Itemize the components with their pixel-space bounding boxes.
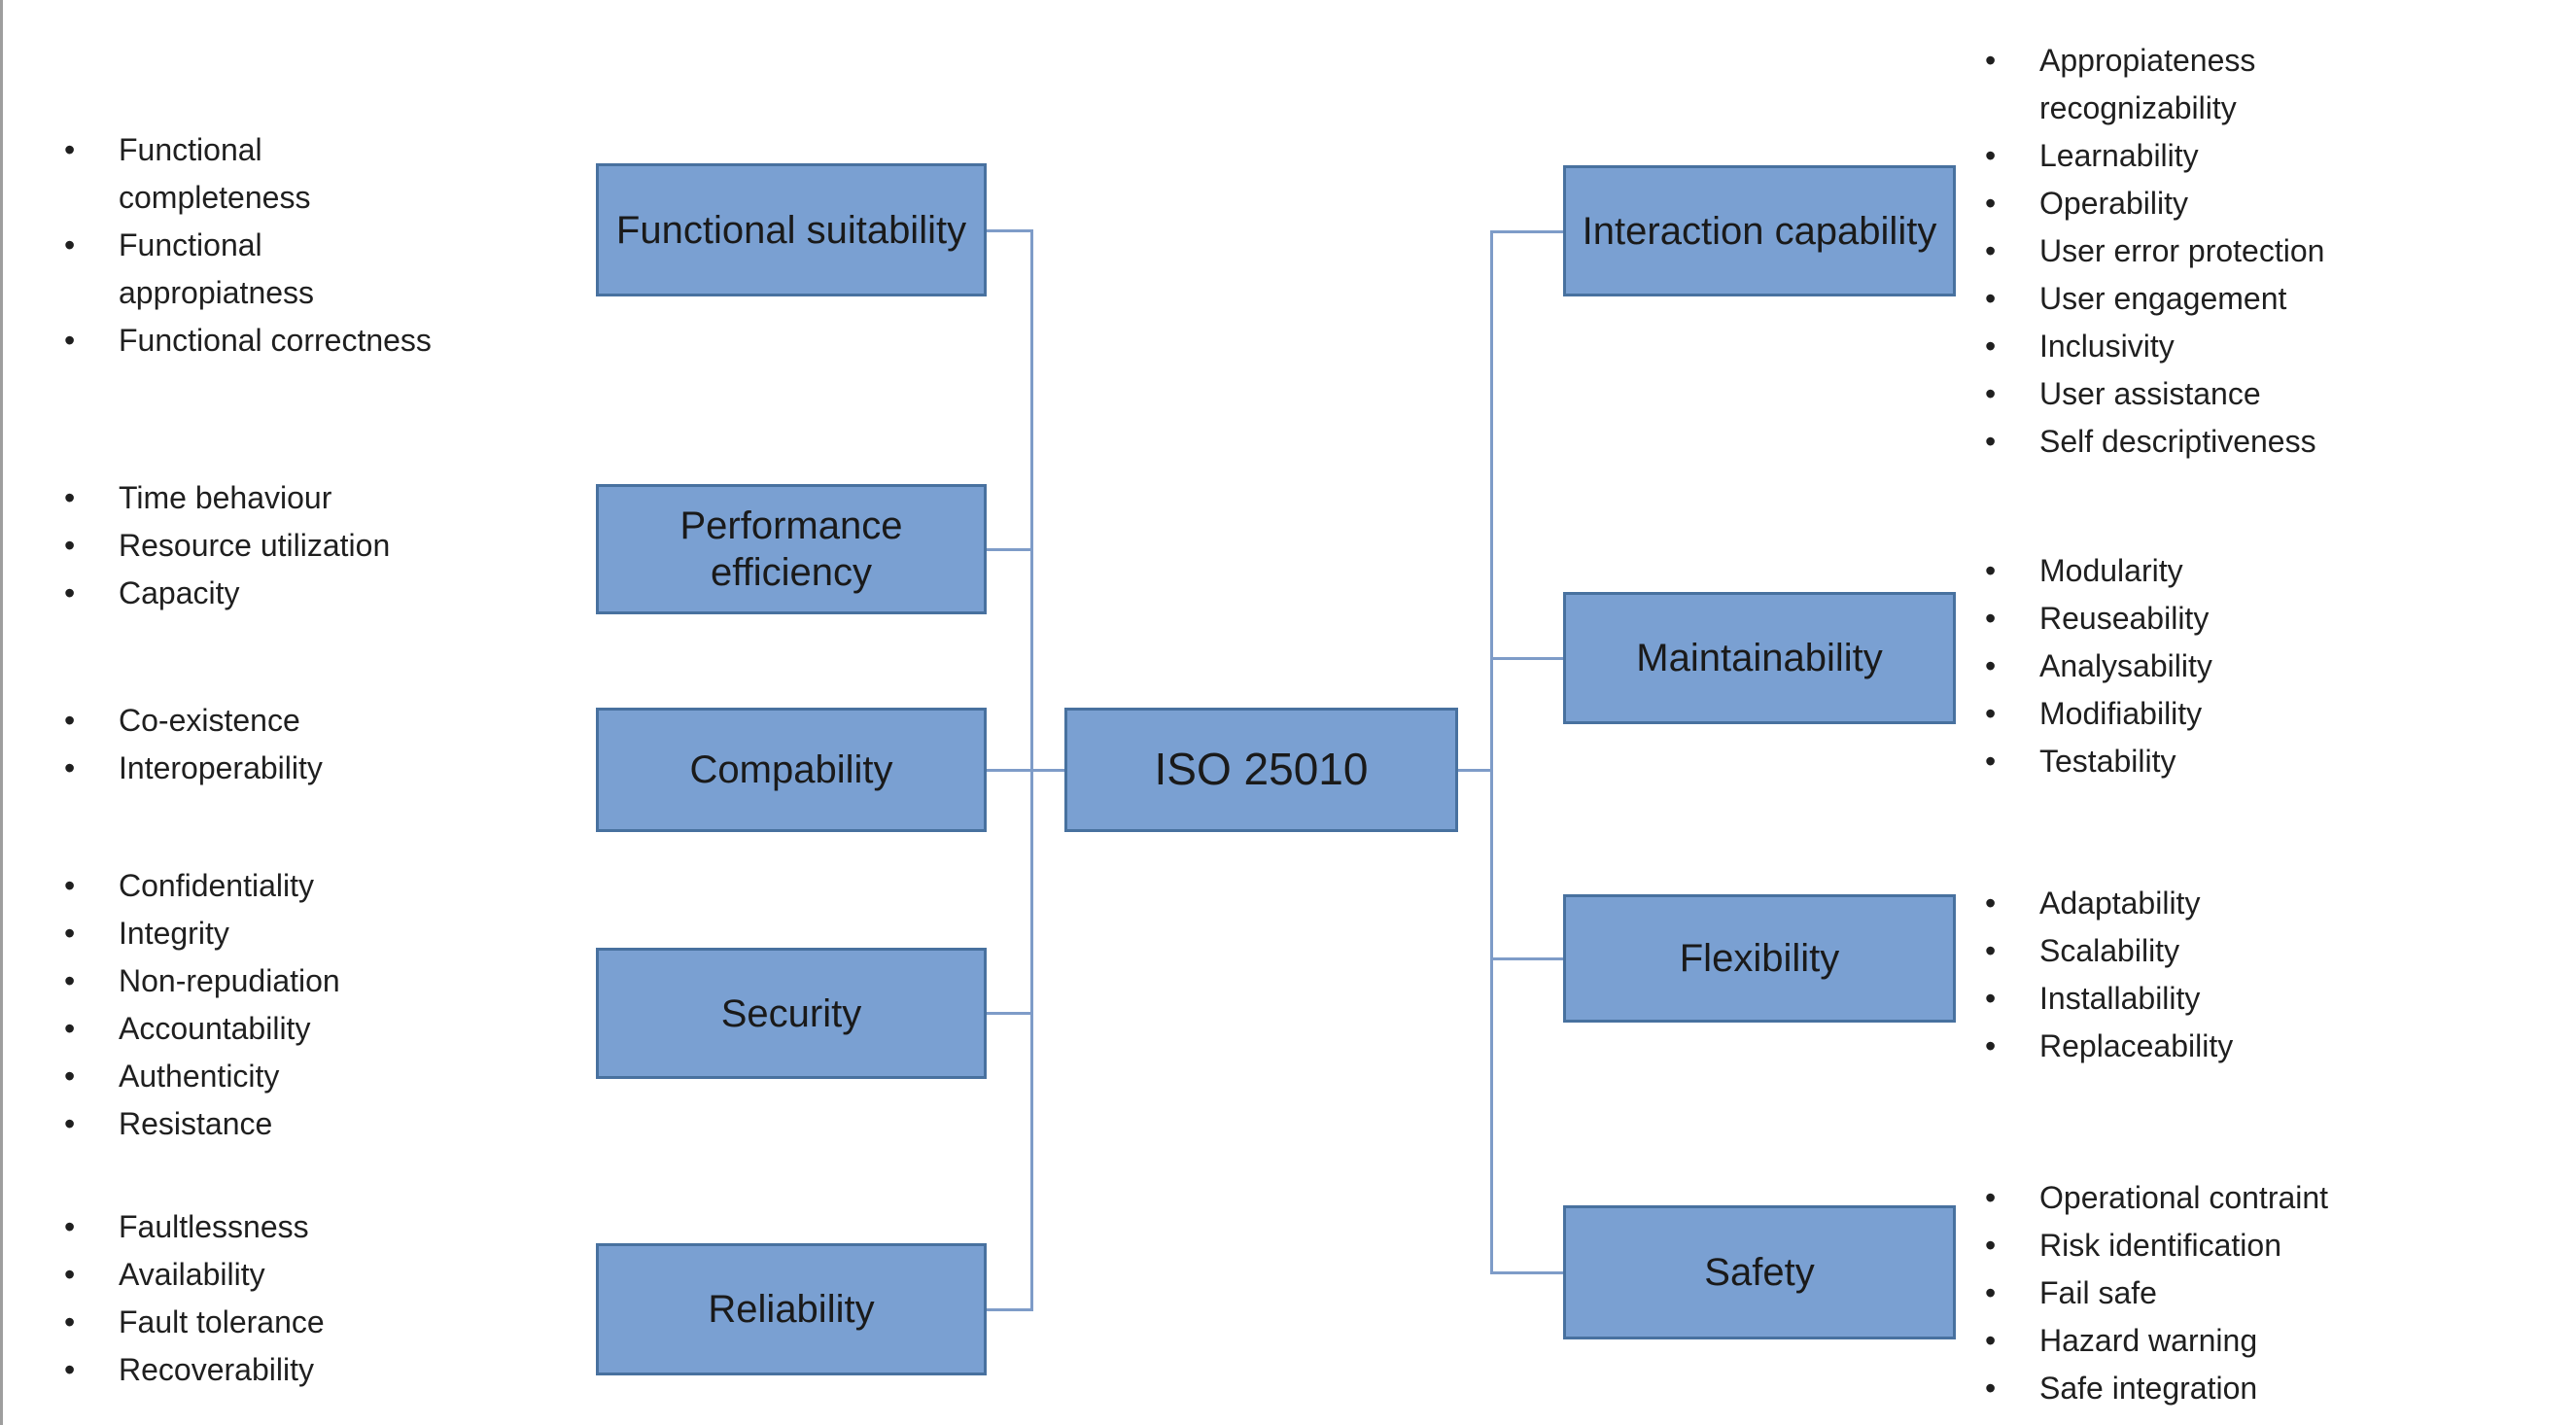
list-flexibility: AdaptabilityScalabilityInstallabilityRep… bbox=[1983, 880, 2547, 1070]
node-security: Security bbox=[596, 948, 987, 1079]
bullet-item: Self descriptiveness bbox=[1983, 418, 2547, 466]
bullet-item: Modifiability bbox=[1983, 690, 2547, 738]
connector-flexibility bbox=[1490, 957, 1563, 960]
list-performance-efficiency: Time behaviourResource utilizationCapaci… bbox=[62, 474, 607, 617]
node-security-label: Security bbox=[720, 991, 862, 1035]
node-flexibility: Flexibility bbox=[1563, 894, 1956, 1023]
node-reliability-label: Reliability bbox=[708, 1288, 875, 1331]
node-performance-efficiency-label: Performance efficiency bbox=[679, 504, 903, 594]
connector-compability-to-root bbox=[987, 769, 1067, 772]
bullet-item: Interoperability bbox=[62, 745, 607, 792]
bullet-item: Availability bbox=[62, 1251, 607, 1299]
list-safety: Operational contraintRisk identification… bbox=[1983, 1174, 2547, 1412]
bullet-item: Safe integration bbox=[1983, 1365, 2547, 1412]
bullet-item: Learnability bbox=[1983, 132, 2547, 180]
bullet-item: Operational contraint bbox=[1983, 1174, 2547, 1222]
node-compability: Compability bbox=[596, 708, 987, 832]
bullet-item: User assistance bbox=[1983, 370, 2547, 418]
bullet-item: Integrity bbox=[62, 910, 607, 957]
bullet-item: Resource utilization bbox=[62, 522, 607, 570]
node-interaction-capability: Interaction capability bbox=[1563, 165, 1956, 296]
node-compability-label: Compability bbox=[689, 748, 893, 791]
connector-security bbox=[987, 1012, 1033, 1015]
bullet-item: Functional correctness bbox=[62, 317, 607, 365]
connector-performance-efficiency bbox=[987, 548, 1033, 551]
node-maintainability: Maintainability bbox=[1563, 592, 1956, 724]
bullet-item: Scalability bbox=[1983, 927, 2547, 975]
bullet-item: Accountability bbox=[62, 1005, 607, 1053]
list-interaction-capability: AppropiatenessrecognizabilityLearnabilit… bbox=[1983, 37, 2547, 466]
node-flexibility-label: Flexibility bbox=[1679, 937, 1840, 980]
node-iso-25010: ISO 25010 bbox=[1064, 708, 1458, 832]
bullet-item: User engagement bbox=[1983, 275, 2547, 323]
bullet-item: Installability bbox=[1983, 975, 2547, 1023]
node-functional-suitability-label: Functional suitability bbox=[615, 208, 967, 252]
connector-interaction-capability bbox=[1490, 230, 1563, 233]
bullet-item: Inclusivity bbox=[1983, 323, 2547, 370]
list-maintainability: ModularityReuseabilityAnalysabilityModif… bbox=[1983, 547, 2547, 785]
bullet-item: Fail safe bbox=[1983, 1269, 2547, 1317]
connector-safety bbox=[1490, 1271, 1563, 1274]
bullet-item: Recoverability bbox=[62, 1346, 607, 1394]
bullet-item: Risk identification bbox=[1983, 1222, 2547, 1269]
node-maintainability-label: Maintainability bbox=[1636, 637, 1883, 679]
bullet-item: Modularity bbox=[1983, 547, 2547, 595]
node-interaction-capability-label: Interaction capability bbox=[1582, 209, 1937, 253]
bullet-item: Authenticity bbox=[62, 1053, 607, 1100]
node-functional-suitability: Functional suitability bbox=[596, 163, 987, 296]
node-performance-efficiency: Performance efficiency bbox=[596, 484, 987, 614]
bullet-item: Reuseability bbox=[1983, 595, 2547, 643]
connector-reliability bbox=[987, 1308, 1033, 1311]
bullet-item: Co-existence bbox=[62, 697, 607, 745]
right-trunk-connector-line bbox=[1490, 230, 1493, 1274]
bullet-item: Analysability bbox=[1983, 643, 2547, 690]
connector-functional-suitability bbox=[987, 229, 1033, 232]
node-iso-25010-label: ISO 25010 bbox=[1154, 744, 1369, 795]
bullet-item: Adaptability bbox=[1983, 880, 2547, 927]
bullet-item: Faultlessness bbox=[62, 1203, 607, 1251]
bullet-item: Capacity bbox=[62, 570, 607, 617]
list-reliability: FaultlessnessAvailabilityFault tolerance… bbox=[62, 1203, 607, 1394]
connector-maintainability bbox=[1490, 657, 1563, 660]
list-compability: Co-existenceInteroperability bbox=[62, 697, 607, 792]
bullet-item: Hazard warning bbox=[1983, 1317, 2547, 1365]
list-security: ConfidentialityIntegrityNon-repudiationA… bbox=[62, 862, 607, 1148]
bullet-item: User error protection bbox=[1983, 227, 2547, 275]
bullet-item: Time behaviour bbox=[62, 474, 607, 522]
list-functional-suitability: FunctionalcompletenessFunctionalappropia… bbox=[62, 126, 607, 365]
connector-root-to-right-trunk bbox=[1458, 769, 1493, 772]
bullet-item: Confidentiality bbox=[62, 862, 607, 910]
slide-left-border bbox=[0, 0, 3, 1425]
node-safety: Safety bbox=[1563, 1205, 1956, 1339]
node-safety-label: Safety bbox=[1704, 1251, 1815, 1294]
bullet-item: Non-repudiation bbox=[62, 957, 607, 1005]
bullet-item: Fault tolerance bbox=[62, 1299, 607, 1346]
bullet-item: Replaceability bbox=[1983, 1023, 2547, 1070]
bullet-item: Resistance bbox=[62, 1100, 607, 1148]
bullet-item: Operability bbox=[1983, 180, 2547, 227]
bullet-item: Testability bbox=[1983, 738, 2547, 785]
node-reliability: Reliability bbox=[596, 1243, 987, 1375]
